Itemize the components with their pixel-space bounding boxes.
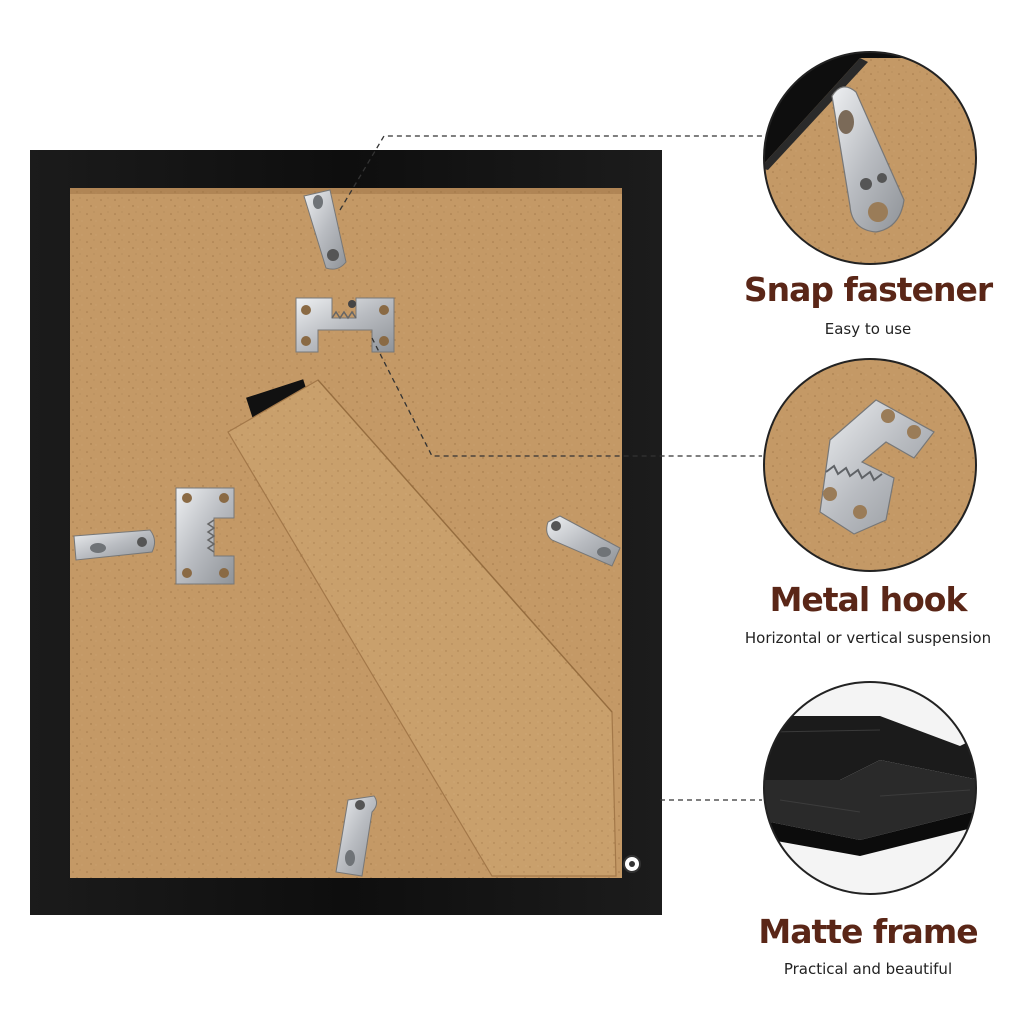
metal-hook-closeup-icon bbox=[763, 358, 977, 572]
feature-subtitle-snap-fastener: Easy to use bbox=[824, 320, 912, 338]
feature-subtitle-metal-hook: Horizontal or vertical suspension bbox=[744, 629, 992, 647]
leader-lines bbox=[339, 135, 762, 801]
stand-hinge bbox=[246, 379, 310, 419]
matte-frame-closeup-icon bbox=[763, 681, 977, 895]
feature-title-matte-frame: Matte frame bbox=[758, 912, 978, 951]
snap-fastener-right-icon bbox=[546, 515, 621, 567]
snap-fastener-left-icon bbox=[73, 529, 156, 561]
easel-stand bbox=[227, 379, 617, 877]
snap-fastener-bottom-icon bbox=[335, 795, 378, 877]
sawtooth-hook-vertical-icon bbox=[175, 487, 235, 585]
sawtooth-hook-icon bbox=[295, 297, 395, 353]
feature-title-metal-hook: Metal hook bbox=[769, 580, 968, 619]
feature-title-snap-fastener: Snap fastener bbox=[743, 270, 993, 309]
snap-fastener-icon bbox=[303, 189, 347, 270]
feature-subtitle-matte-frame: Practical and beautiful bbox=[783, 960, 953, 978]
snap-fastener-closeup-icon bbox=[763, 51, 977, 265]
photo-frame-back bbox=[30, 150, 662, 915]
